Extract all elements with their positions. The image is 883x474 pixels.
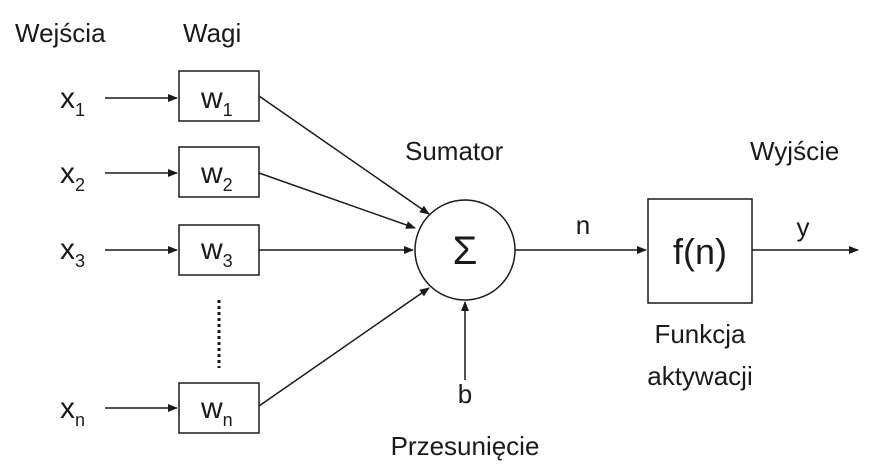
activation-label-line1: Funkcja <box>654 319 746 349</box>
weight-to-sum-arrow-n <box>258 287 430 407</box>
input-x3: x3 <box>60 233 85 271</box>
weight-box-3 <box>178 224 260 276</box>
input-x2: x2 <box>60 157 85 195</box>
input-row-n: xn wn <box>60 382 260 434</box>
bias-symbol: b <box>458 379 472 409</box>
weight-box-n <box>178 382 260 434</box>
sigma-symbol: Σ <box>453 229 478 273</box>
net-label: n <box>576 210 590 240</box>
summator-label: Sumator <box>405 136 504 166</box>
weight-w1: w1 <box>200 82 233 120</box>
input-row-3: x3 w3 <box>60 224 260 276</box>
output-symbol: y <box>797 212 810 242</box>
input-row-1: x1 w1 <box>60 70 260 122</box>
input-row-2: x2 w2 <box>60 146 260 198</box>
bias-label: Przesunięcie <box>391 431 540 461</box>
weight-w3: w3 <box>200 233 233 271</box>
weights-header: Wagi <box>183 18 241 48</box>
weight-box-2 <box>178 146 260 198</box>
input-xn: xn <box>60 392 85 430</box>
activation-function: f(n) <box>673 231 727 272</box>
activation-label-line2: aktywacji <box>647 361 752 391</box>
weight-to-sum-arrow-2 <box>258 172 416 229</box>
weight-wn: wn <box>200 392 233 430</box>
input-x1: x1 <box>60 82 85 120</box>
weight-w2: w2 <box>200 157 233 195</box>
weight-to-sum-arrow-1 <box>258 95 430 215</box>
output-header: Wyjście <box>750 136 839 166</box>
inputs-header: Wejścia <box>15 18 106 48</box>
activation-box <box>647 198 753 304</box>
